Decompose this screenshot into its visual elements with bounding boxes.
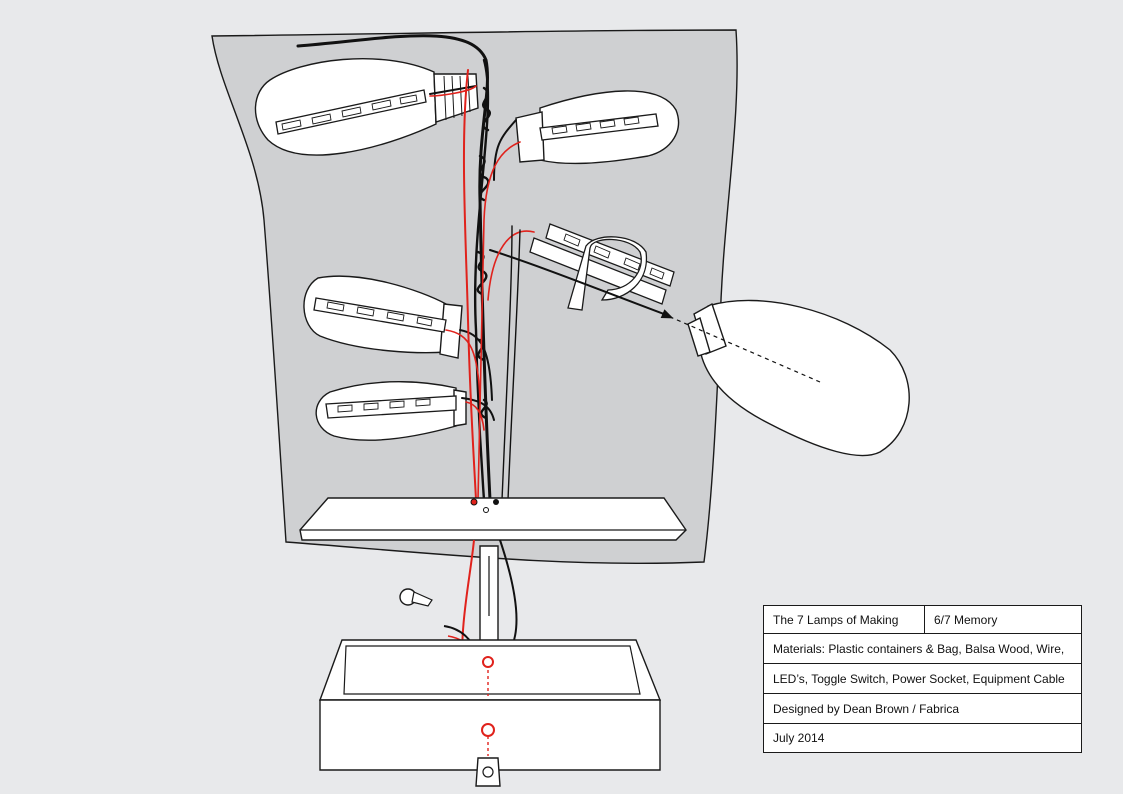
clip-icon [567, 236, 648, 311]
stand-post-icon [479, 545, 499, 647]
wire-icon [296, 34, 665, 502]
info-row-materials-1: Materials: Plastic containers & Bag, Bal… [764, 634, 1081, 664]
bottle-icon [515, 90, 680, 165]
materials-line-2: LED’s, Toggle Switch, Power Socket, Equi… [773, 671, 1065, 686]
info-row-date: July 2014 [764, 724, 1081, 752]
assembly-arrow [660, 309, 821, 383]
bottle-icon [687, 299, 910, 457]
power-socket-icon [399, 588, 433, 607]
series-title: The 7 Lamps of Making [773, 612, 899, 627]
lamp-number: 6/7 Memory [924, 606, 1081, 633]
date: July 2014 [773, 731, 825, 745]
info-row-title: The 7 Lamps of Making 6/7 Memory [764, 606, 1081, 634]
balsa-board-icon [299, 497, 687, 541]
materials-line-1: Materials: Plastic containers & Bag, Bal… [773, 641, 1065, 656]
info-table: The 7 Lamps of Making 6/7 Memory Materia… [763, 605, 1082, 753]
toggle-switch-icon [475, 723, 501, 787]
led-strip-icon [275, 89, 427, 135]
info-row-materials-2: LED’s, Toggle Switch, Power Socket, Equi… [764, 664, 1081, 694]
designer: Designed by Dean Brown / Fabrica [773, 701, 960, 716]
bottle-icon [315, 381, 467, 441]
info-row-designer: Designed by Dean Brown / Fabrica [764, 694, 1081, 724]
base-box-icon [318, 639, 662, 771]
